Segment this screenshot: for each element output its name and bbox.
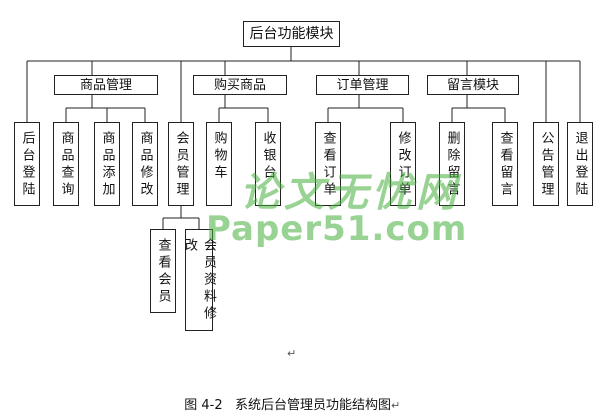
leaf-login: 后台登陆 <box>14 122 40 206</box>
leaf-view-messages: 查看留言 <box>492 122 518 206</box>
leaf-delete-messages: 删除留言 <box>439 122 465 206</box>
leaf-goods-query: 商品查询 <box>53 122 79 206</box>
group-messages: 留言模块 <box>427 75 519 95</box>
leaf-edit-member-info: 会员资料修改 <box>182 229 216 331</box>
leaf-goods-add: 商品添加 <box>94 122 120 206</box>
leaf-cart: 购物车 <box>206 122 232 206</box>
root-node: 后台功能模块 <box>243 21 340 47</box>
leaf-logout: 退出登陆 <box>567 122 593 206</box>
leaf-view-members: 查看会员 <box>150 229 176 313</box>
leaf-edit-orders: 修改订单 <box>390 122 416 206</box>
watermark-url: Paper51.com <box>206 209 468 249</box>
figure-caption: 图 4-2 系统后台管理员功能结构图↵ <box>184 398 401 413</box>
leaf-goods-edit: 商品修改 <box>132 122 158 206</box>
leaf-checkout: 收银台 <box>255 122 281 206</box>
group-orders: 订单管理 <box>316 75 409 95</box>
return-mark: ↵ <box>287 347 297 360</box>
leaf-members: 会员管理 <box>168 122 194 206</box>
group-goods: 商品管理 <box>54 75 158 95</box>
watermark-text: 论文无忧网 <box>240 170 460 216</box>
group-purchase: 购买商品 <box>193 75 287 95</box>
leaf-notices: 公告管理 <box>533 122 559 206</box>
leaf-view-orders: 查看订单 <box>315 122 341 206</box>
